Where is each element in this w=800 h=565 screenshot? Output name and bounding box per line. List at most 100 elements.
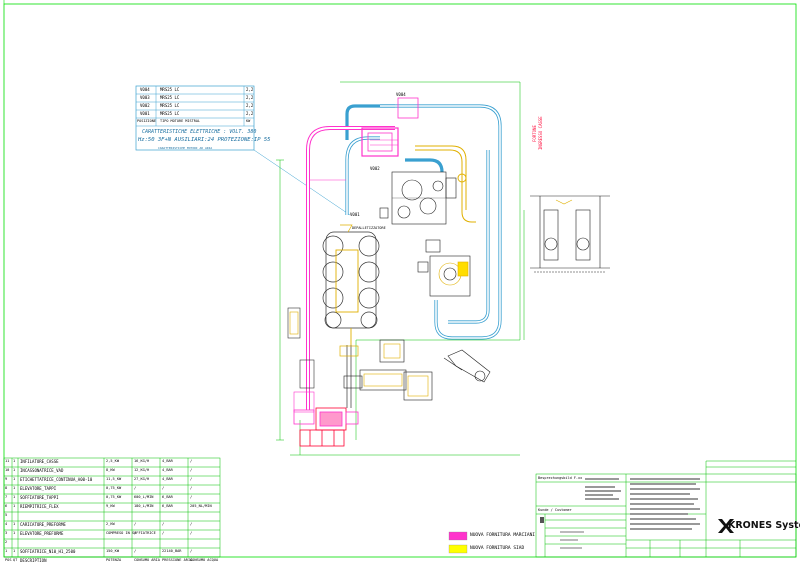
electrical-table	[135, 85, 351, 216]
bom-cell-c2: 12_KG/H	[134, 468, 150, 472]
bom-cell-c2: /	[134, 549, 137, 553]
elec-row-desc-2: MRS25 LC	[160, 95, 180, 100]
yellow-conveyor	[415, 145, 476, 223]
bom-cell-n: 5	[5, 513, 8, 517]
elec-row-kw-3: 2,2	[246, 103, 254, 108]
bom-cell-c3: 6_BAR	[162, 504, 173, 508]
krones-logo-icon	[718, 519, 734, 533]
bom-cell-desc: CARICATORE_PREFORME	[20, 522, 66, 527]
bom-cell-c2: /	[134, 531, 137, 535]
bottle-conveyor	[339, 345, 359, 408]
elec-row-code-3: V002	[140, 103, 150, 108]
elec-header-kw: KW	[246, 119, 251, 123]
bom-cell-c4: 205_NL/MIN	[190, 504, 212, 508]
bom-cell-c3: 4_BAR	[162, 459, 173, 463]
bom-cell-c4: /	[190, 486, 193, 490]
bom-cell-c4: /	[190, 477, 193, 481]
elec-row-kw-2: 2,2	[246, 95, 254, 100]
bom-cell-n: 3	[5, 531, 8, 535]
elec-header-code: POSIZIONE	[137, 119, 156, 123]
bom-cell-q: 1	[13, 477, 16, 481]
bom-cell-desc: DESCRIPTION	[20, 558, 47, 563]
bom-cell-c1: 150_KW	[106, 549, 119, 553]
bom-cell-c1: 2_KW	[106, 522, 115, 526]
bom-cell-q: 1	[13, 495, 16, 499]
bom-cell-c4: /	[190, 468, 193, 472]
bom-cell-q: QT	[13, 558, 18, 562]
labeller	[379, 171, 457, 225]
side-view-detail	[530, 195, 610, 273]
legend-label-siad: NUOVA FORNITURA SIAD	[470, 546, 525, 551]
elec-row-desc-3: MRS25 LC	[160, 103, 180, 108]
bom-cell-desc: ELEVATORE_TAPPI	[20, 486, 57, 491]
bom-cell-n: 9	[5, 477, 8, 481]
bom-cell-n: 10	[5, 468, 10, 472]
bom-cell-c3: 6_BAR	[162, 495, 173, 499]
bom-cell-q: 1	[13, 486, 16, 490]
bom-cell-n: POS	[5, 558, 12, 562]
air-conveyor-inner	[346, 105, 501, 339]
bom-cell-desc: INFILATORE_CASSE	[20, 459, 59, 464]
bom-cell-n: 11	[5, 459, 10, 463]
elec-row-kw-1: 2,2	[246, 87, 254, 92]
bom-cell-desc: ETICHETTATRICE_CONTINUA_A00-10	[20, 477, 93, 482]
elec-line-3: CARATTERISTICHE MOTORI AD ARIA	[158, 146, 213, 150]
title-block-grid	[535, 460, 797, 558]
bom-cell-desc: RIEMPITRICE_FLEX	[20, 504, 59, 509]
bom-cell-n: 4	[5, 522, 8, 526]
elec-row-code-2: V003	[140, 95, 150, 100]
bom-cell-c2: CONSUMO ARIA	[134, 558, 160, 562]
bom-cell-c4: /	[190, 549, 193, 553]
bom-cell-desc: SOFFIATORE_TAPPI	[20, 495, 59, 500]
elec-row-code-1: V004	[140, 87, 150, 92]
bom-cell-n: 1	[5, 549, 8, 553]
bom-cell-desc: INCASSONATRICE_VAD	[20, 468, 64, 473]
preform-loader	[287, 307, 315, 413]
bom-cell-c4: /	[190, 495, 193, 499]
legend-label-marciani: NUOVA FORNITURA MARCIANI	[470, 533, 536, 538]
bom-cell-desc: ELEVATORE_PREFORME	[20, 531, 64, 536]
label-v004: V004	[396, 92, 406, 97]
label-depal: DEPALLETIZZATORE	[352, 226, 386, 230]
bom-cell-c3: /	[162, 531, 165, 535]
legend-swatch-marciani	[448, 531, 468, 541]
elec-header-desc: TIPO MOTORE MISTRAL	[160, 119, 201, 123]
blow-moulder	[293, 407, 359, 447]
bom-cell-n: 6	[5, 504, 8, 508]
bom-cell-q: 1	[13, 459, 16, 463]
capper	[417, 239, 471, 297]
elec-row-desc-4: MRS25 LC	[160, 111, 180, 116]
bom-cell-c3: /	[162, 522, 165, 526]
bom-table-grid	[3, 457, 221, 558]
legend-swatch-siad	[448, 544, 468, 554]
bom-cell-c1: 8_KW	[106, 468, 115, 472]
preform-elevator	[306, 97, 419, 410]
bom-cell-c3: PRESSIONE ARIA	[162, 558, 193, 562]
elec-row-code-4: V001	[140, 111, 150, 116]
title-block-fine-print	[540, 478, 700, 549]
label-v001: V001	[350, 212, 360, 217]
title-block-sub: Kunde / Customer	[538, 508, 572, 512]
bom-cell-c2: /	[134, 522, 137, 526]
label-v002: V002	[370, 166, 380, 171]
bom-cell-c3: 4_BAR	[162, 468, 173, 472]
robot-arm	[443, 349, 491, 383]
bom-cell-n: 7	[5, 495, 8, 499]
bom-cell-q: 1	[13, 468, 16, 472]
bom-cell-c2: 180_L/MIN	[134, 504, 154, 508]
bom-cell-c1: COMPRESO IN SOFFIATRICE	[106, 531, 156, 535]
bom-cell-c1: 11,5_KW	[106, 477, 122, 481]
elec-row-kw-4: 2,2	[246, 111, 254, 116]
case-packer	[343, 339, 433, 401]
bom-cell-c4: CONSUMO ACQUA	[190, 558, 219, 562]
bom-cell-c2: 600_L/MIN	[134, 495, 154, 499]
bom-cell-c4: /	[190, 522, 193, 526]
bom-cell-n: 2	[5, 540, 8, 544]
dimension-lines	[276, 81, 525, 456]
label-ingresso: INGRESSO CASSE	[538, 116, 543, 150]
bom-cell-c1: POTENZA	[106, 558, 122, 562]
filler-machine	[322, 224, 380, 345]
bom-cell-desc: SOFFIATRICE_N10_H1_2500	[20, 549, 76, 554]
bom-cell-c3: 4_BAR	[162, 477, 173, 481]
air-conveyor	[345, 104, 502, 340]
